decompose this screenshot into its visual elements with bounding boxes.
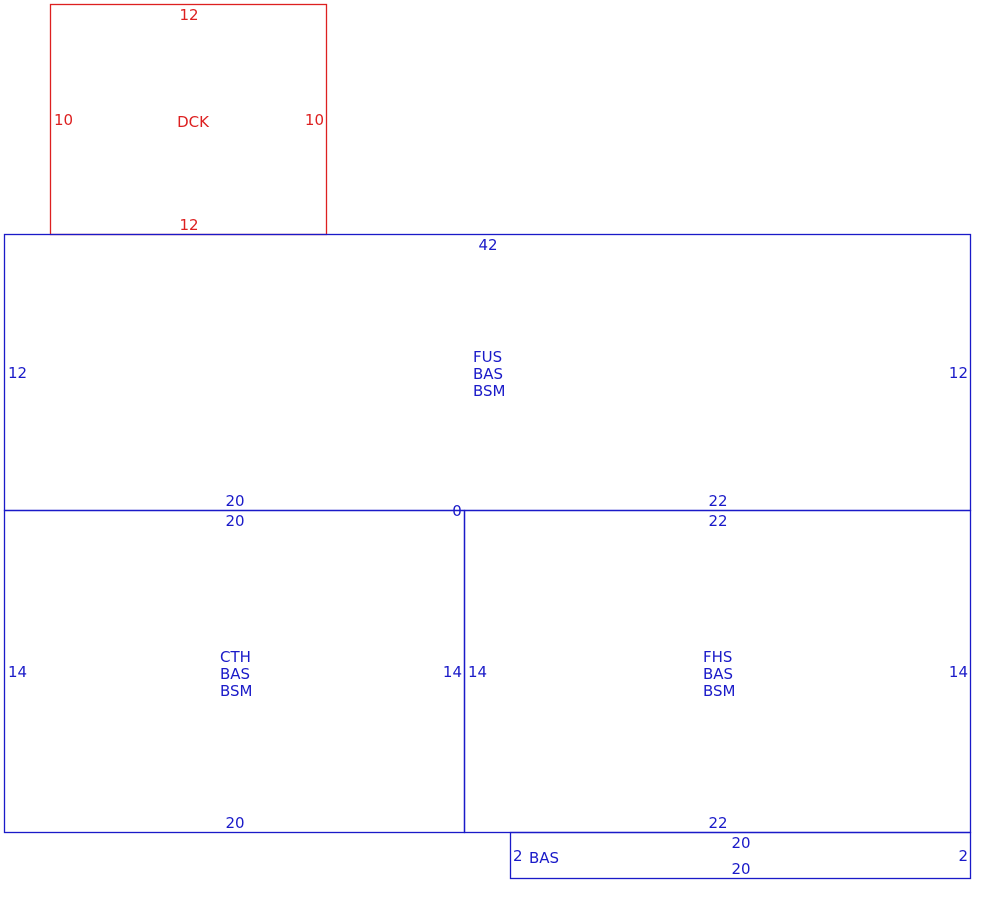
- upper-dim-bottom-right: 22: [708, 492, 727, 510]
- lower-left-dim-bottom: 20: [225, 814, 244, 832]
- lower-right-label-line-1: FHS: [703, 648, 732, 666]
- upper-dim-left: 12: [8, 364, 27, 382]
- lower-left-dim-top: 20: [225, 512, 244, 530]
- upper-label-line-3: BSM: [473, 382, 506, 400]
- lower-right-dim-left: 14: [468, 663, 487, 681]
- lower-left-label-line-3: BSM: [220, 682, 253, 700]
- deck-dim-left: 10: [54, 111, 73, 129]
- lower-left-dim-right: 14: [443, 663, 462, 681]
- upper-dim-bottom-left: 20: [225, 492, 244, 510]
- strip-dim-bottom: 20: [731, 860, 750, 878]
- strip-area-label: BAS: [529, 849, 559, 867]
- lower-left-dim-left: 14: [8, 663, 27, 681]
- deck-dim-bottom: 12: [179, 216, 198, 234]
- upper-dim-right: 12: [949, 364, 968, 382]
- lower-right-dim-top: 22: [708, 512, 727, 530]
- lower-right-dim-right: 14: [949, 663, 968, 681]
- strip-outline: [509, 831, 972, 880]
- lower-right-area: 22 22 14 14 FHS BAS BSM: [463, 509, 972, 834]
- strip-dim-right: 2: [958, 847, 968, 865]
- deck-area-label: DCK: [177, 113, 210, 131]
- strip-dim-top: 20: [731, 834, 750, 852]
- upper-area: 42 12 12 20 22 0 FUS BAS BSM: [3, 233, 972, 520]
- upper-label-line-2: BAS: [473, 365, 503, 383]
- lower-right-label-line-2: BAS: [703, 665, 733, 683]
- deck-dim-top: 12: [179, 6, 198, 24]
- deck-area: 12 12 10 10 DCK: [49, 3, 328, 236]
- lower-right-dim-bottom: 22: [708, 814, 727, 832]
- lower-left-label-line-1: CTH: [220, 648, 251, 666]
- upper-dim-top: 42: [478, 236, 497, 254]
- deck-dim-right: 10: [305, 111, 324, 129]
- strip-area: 20 20 2 2 BAS: [509, 831, 972, 880]
- upper-label-line-1: FUS: [473, 348, 502, 366]
- strip-dim-left: 2: [513, 847, 523, 865]
- lower-right-label-line-3: BSM: [703, 682, 736, 700]
- lower-left-label-line-2: BAS: [220, 665, 250, 683]
- lower-left-area: 20 20 14 14 CTH BAS BSM: [3, 509, 466, 834]
